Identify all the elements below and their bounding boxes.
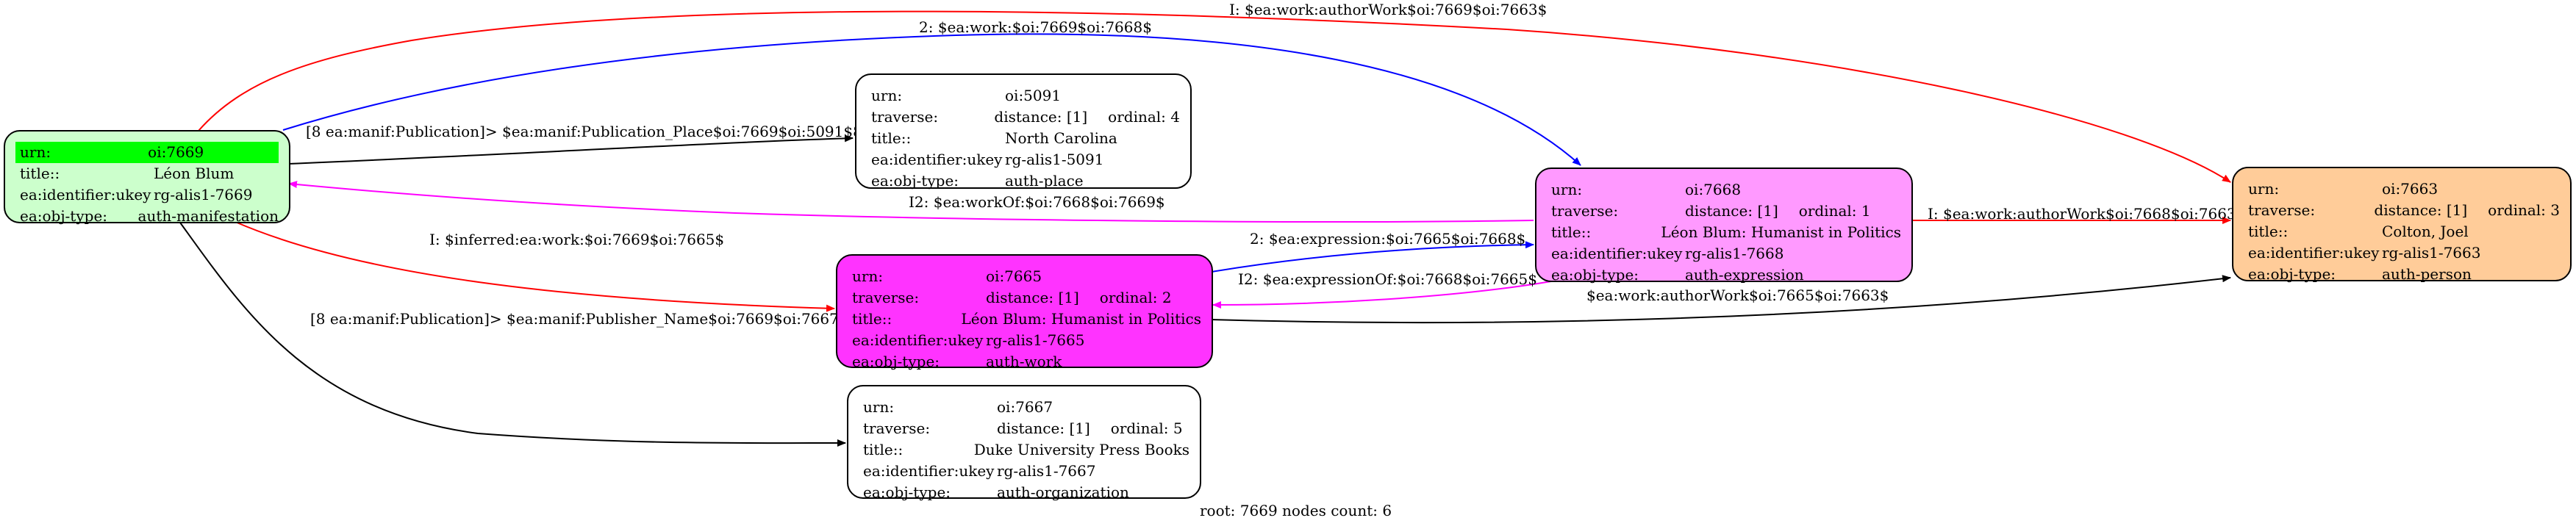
node-oi-7668[interactable]: urn:oi:7668 traverse:distance: [1]ordina… bbox=[1535, 167, 1913, 284]
edge-7668-7669 bbox=[288, 181, 1534, 223]
edge-7669-7667 bbox=[179, 222, 846, 447]
node-field-title: title::Léon Blum: Humanist in Politics bbox=[852, 310, 1201, 328]
distance-text: distance: [1] bbox=[986, 289, 1079, 306]
edge-label-7669-7668: 2: $ea:work:$oi:7669$oi:7668$ bbox=[919, 18, 1152, 36]
node-field-title: title::Colton, Joel bbox=[2248, 223, 2469, 240]
edge-label-7668-7669: I2: $ea:workOf:$oi:7668$oi:7669$ bbox=[909, 193, 1165, 211]
node-field-type: ea:obj-type:auth-manifestation bbox=[20, 207, 279, 225]
node-field-urn: urn:oi:7667 bbox=[863, 398, 1053, 416]
node-oi-7667[interactable]: urn:oi:7667 traverse:distance: [1]ordina… bbox=[847, 385, 1201, 501]
node-field-urn: urn:oi:7669 bbox=[15, 142, 279, 163]
edge-label-7668-7663: I: $ea:work:authorWork$oi:7668$oi:7663$ bbox=[1928, 205, 2246, 223]
ordinal-text: ordinal: 5 bbox=[1110, 419, 1183, 437]
node-field-traverse: traverse:distance: [1]ordinal: 2 bbox=[852, 289, 1172, 306]
node-oi-7663[interactable]: urn:oi:7663 traverse:distance: [1]ordina… bbox=[2232, 167, 2572, 283]
edge-7668-7665 bbox=[1212, 281, 1552, 309]
node-field-traverse: traverse:distance: [1]ordinal: 1 bbox=[1551, 202, 1871, 220]
node-field-traverse: traverse:distance: [1]ordinal: 3 bbox=[2248, 201, 2560, 219]
node-field-title: title::Duke University Press Books bbox=[863, 441, 1189, 458]
edge-7665-7668 bbox=[1211, 241, 1534, 273]
distance-text: distance: [1] bbox=[997, 419, 1090, 437]
node-field-traverse: traverse:distance: [1]ordinal: 4 bbox=[871, 108, 1180, 126]
node-field-traverse: traverse:distance: [1]ordinal: 5 bbox=[863, 419, 1183, 437]
node-field-type: ea:obj-type:auth-organization bbox=[863, 483, 1129, 501]
edge-7669-5091 bbox=[287, 134, 854, 165]
edge-label-7669-7667: [8 ea:manif:Publication]> $ea:manif:Publ… bbox=[310, 310, 858, 328]
ordinal-text: ordinal: 1 bbox=[1798, 202, 1871, 220]
node-oi-7665[interactable]: urn:oi:7665 traverse:distance: [1]ordina… bbox=[836, 254, 1213, 370]
edge-7669-7668 bbox=[282, 33, 1581, 166]
edge-label-7668-7665: I2: $ea:expressionOf:$oi:7668$oi:7665$ bbox=[1238, 270, 1537, 288]
node-oi-5091[interactable]: urn:oi:5091 traverse:distance: [1]ordina… bbox=[855, 73, 1192, 190]
node-field-type: ea:obj-type:auth-place bbox=[871, 172, 1084, 190]
edge-label-7669-7665: I: $inferred:ea:work:$oi:7669$oi:7665$ bbox=[429, 231, 725, 248]
edge-label-7669-5091: [8 ea:manif:Publication]> $ea:manif:Publ… bbox=[306, 123, 862, 140]
ordinal-text: ordinal: 4 bbox=[1108, 108, 1180, 126]
node-field-title: title::Léon Blum: Humanist in Politics bbox=[1551, 223, 1901, 241]
node-field-title: title::Léon Blum bbox=[20, 165, 235, 182]
ordinal-text: ordinal: 3 bbox=[2488, 201, 2560, 219]
edge-7669-7663 bbox=[198, 10, 2231, 183]
distance-text: distance: [1] bbox=[1685, 202, 1778, 220]
node-oi-7669[interactable]: urn:oi:7669 title::Léon Blum ea:identifi… bbox=[4, 130, 290, 225]
edge-7665-7663 bbox=[1211, 275, 2231, 324]
graph-footer: root: 7669 nodes count: 6 bbox=[1200, 502, 1392, 519]
distance-text: distance: [1] bbox=[2374, 201, 2468, 219]
node-field-urn: urn:oi:7663 bbox=[2248, 180, 2439, 198]
node-field-type: ea:obj-type:auth-expression bbox=[1551, 266, 1804, 284]
node-field-type: ea:obj-type:auth-work bbox=[852, 353, 1062, 370]
edge-label-7665-7668: 2: $ea:expression:$oi:7665$oi:7668$ bbox=[1250, 230, 1526, 248]
distance-text: distance: [1] bbox=[994, 108, 1088, 126]
edge-7669-7665 bbox=[235, 221, 835, 312]
node-field-title: title::North Carolina bbox=[871, 129, 1117, 147]
node-field-urn: urn:oi:7668 bbox=[1551, 181, 1742, 198]
node-field-urn: urn:oi:7665 bbox=[852, 267, 1042, 285]
node-field-urn: urn:oi:5091 bbox=[871, 87, 1062, 104]
ordinal-text: ordinal: 2 bbox=[1099, 289, 1172, 306]
edge-label-7669-7663: I: $ea:work:authorWork$oi:7669$oi:7663$ bbox=[1229, 1, 1548, 18]
node-field-type: ea:obj-type:auth-person bbox=[2248, 265, 2472, 283]
edge-label-7665-7663: $ea:work:authorWork$oi:7665$oi:7663$ bbox=[1586, 287, 1889, 304]
